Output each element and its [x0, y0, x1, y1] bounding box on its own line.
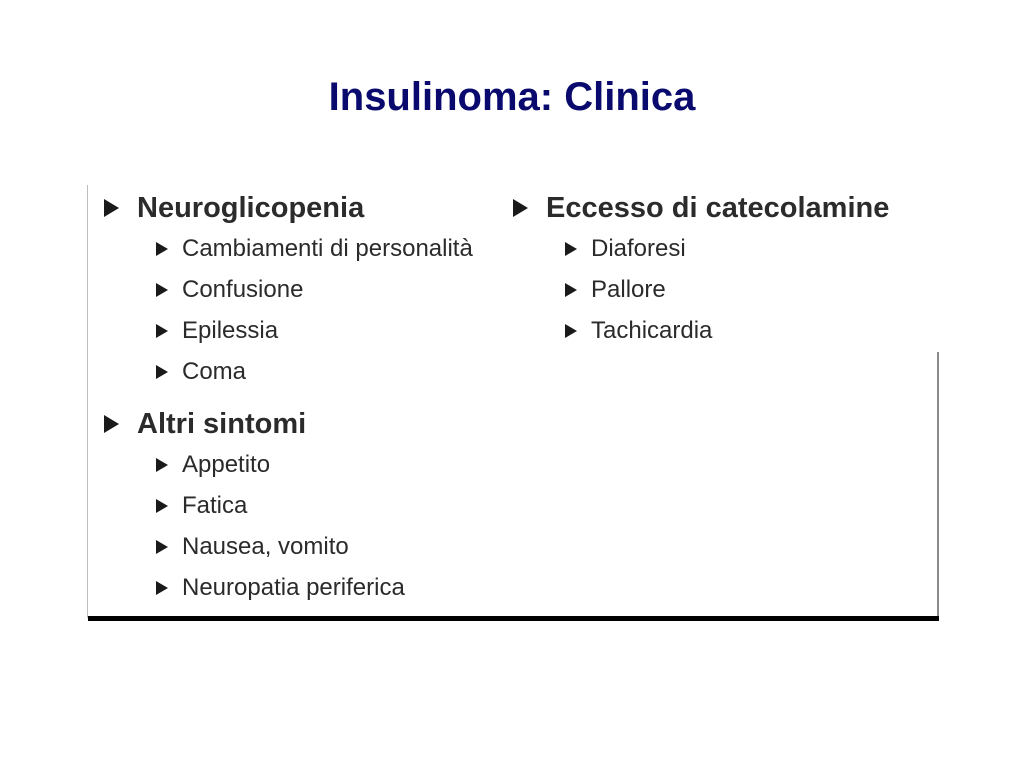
triangle-right-icon — [513, 199, 528, 217]
triangle-right-icon — [156, 457, 168, 472]
neuroglicopenia-list: Cambiamenti di personalità Confusione Ep… — [104, 228, 504, 392]
box-frame-right — [937, 352, 939, 620]
list-item-label: Epilessia — [182, 316, 279, 344]
list-item-label: Appetito — [182, 450, 271, 478]
left-column: Neuroglicopenia Cambiamenti di personali… — [104, 188, 504, 608]
triangle-right-icon — [156, 498, 168, 513]
triangle-right-icon — [565, 282, 577, 297]
list-item: Pallore — [513, 269, 973, 310]
triangle-right-icon — [156, 364, 168, 379]
list-item-label: Tachicardia — [591, 316, 713, 344]
group-heading-label: Altri sintomi — [137, 407, 307, 440]
group-spacer — [104, 392, 504, 404]
list-item-label: Diaforesi — [591, 234, 686, 262]
group-heading-label: Neuroglicopenia — [137, 191, 365, 224]
triangle-right-icon — [565, 241, 577, 256]
triangle-right-icon — [156, 539, 168, 554]
box-frame-left — [87, 185, 88, 618]
group-heading-altri-sintomi: Altri sintomi — [104, 404, 504, 444]
catecolamine-list: Diaforesi Pallore Tachicardia — [513, 228, 973, 351]
triangle-right-icon — [565, 323, 577, 338]
list-item-label: Nausea, vomito — [182, 532, 349, 560]
list-item: Coma — [104, 351, 504, 392]
triangle-right-icon — [104, 415, 119, 433]
list-item-label: Confusione — [182, 275, 304, 303]
triangle-right-icon — [156, 282, 168, 297]
slide-title: Insulinoma: Clinica — [328, 74, 696, 119]
list-item-label: Pallore — [591, 275, 666, 303]
list-item-label: Neuropatia periferica — [182, 573, 405, 601]
triangle-right-icon — [156, 580, 168, 595]
list-item-label: Cambiamenti di personalità — [182, 234, 473, 262]
list-item: Nausea, vomito — [104, 526, 504, 567]
group-heading-eccesso-catecolamine: Eccesso di catecolamine — [513, 188, 973, 228]
list-item: Tachicardia — [513, 310, 973, 351]
list-item: Confusione — [104, 269, 504, 310]
list-item: Appetito — [104, 444, 504, 485]
group-heading-label: Eccesso di catecolamine — [546, 191, 890, 224]
triangle-right-icon — [156, 241, 168, 256]
right-column-background — [505, 180, 955, 352]
altri-sintomi-list: Appetito Fatica Nausea, vomito Neuropati… — [104, 444, 504, 608]
list-item: Neuropatia periferica — [104, 567, 504, 608]
triangle-right-icon — [156, 323, 168, 338]
box-frame-bottom — [88, 616, 939, 621]
list-item: Cambiamenti di personalità — [104, 228, 504, 269]
triangle-right-icon — [104, 199, 119, 217]
list-item: Epilessia — [104, 310, 504, 351]
right-column: Eccesso di catecolamine Diaforesi Pallor… — [513, 188, 973, 351]
list-item-label: Fatica — [182, 491, 248, 519]
group-heading-neuroglicopenia: Neuroglicopenia — [104, 188, 504, 228]
list-item: Diaforesi — [513, 228, 973, 269]
list-item-label: Coma — [182, 357, 247, 385]
list-item: Fatica — [104, 485, 504, 526]
